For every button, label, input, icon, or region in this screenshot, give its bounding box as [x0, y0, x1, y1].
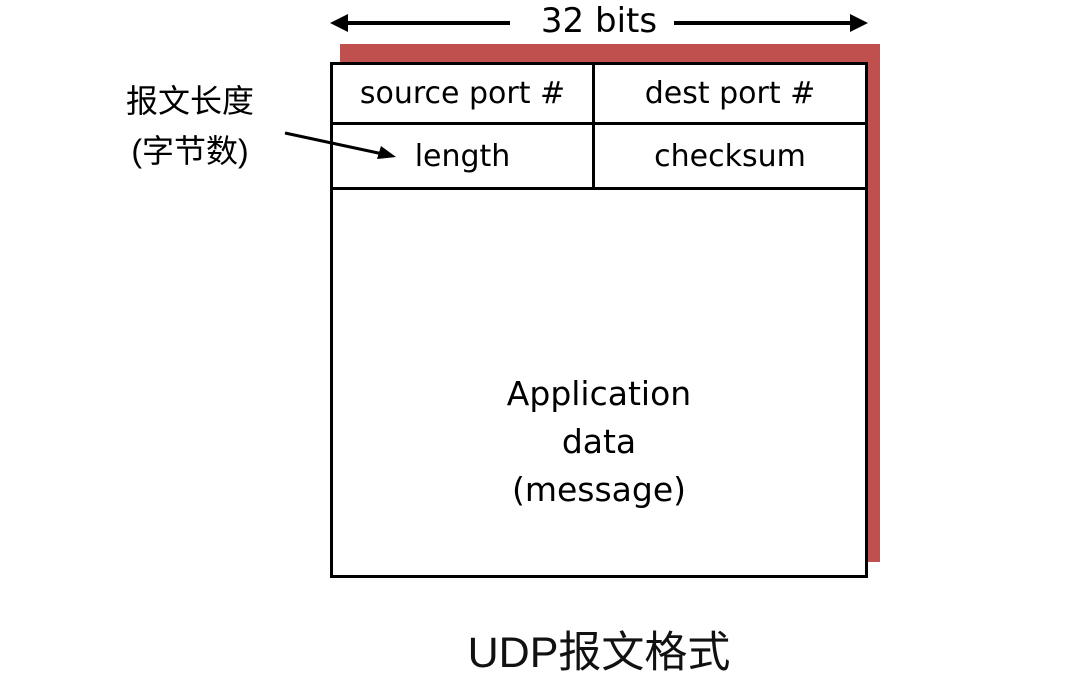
application-data-line-3: (message)	[511, 470, 687, 509]
field-source-port: source port #	[333, 65, 595, 122]
length-checksum-row: length checksum	[333, 125, 865, 190]
field-length: length	[333, 125, 595, 187]
application-data-line-2: data	[561, 422, 637, 461]
application-data-area: Application data (message)	[333, 190, 865, 575]
application-data-line-1: Application	[506, 374, 692, 413]
annotation-line-1: 报文长度	[125, 83, 254, 119]
ports-row: source port # dest port #	[333, 65, 865, 125]
length-annotation: 报文长度 (字节数)	[95, 76, 285, 176]
bits-width-label: 32 bits	[540, 1, 658, 41]
diagram-caption: UDP报文格式	[467, 629, 731, 677]
udp-segment-box: source port # dest port # length checksu…	[330, 62, 868, 578]
annotation-line-2: (字节数)	[131, 133, 249, 169]
bits-width-arrow	[330, 14, 868, 32]
annotation-arrow	[284, 131, 396, 159]
field-checksum: checksum	[654, 138, 806, 174]
field-dest-port: dest port #	[644, 76, 816, 111]
